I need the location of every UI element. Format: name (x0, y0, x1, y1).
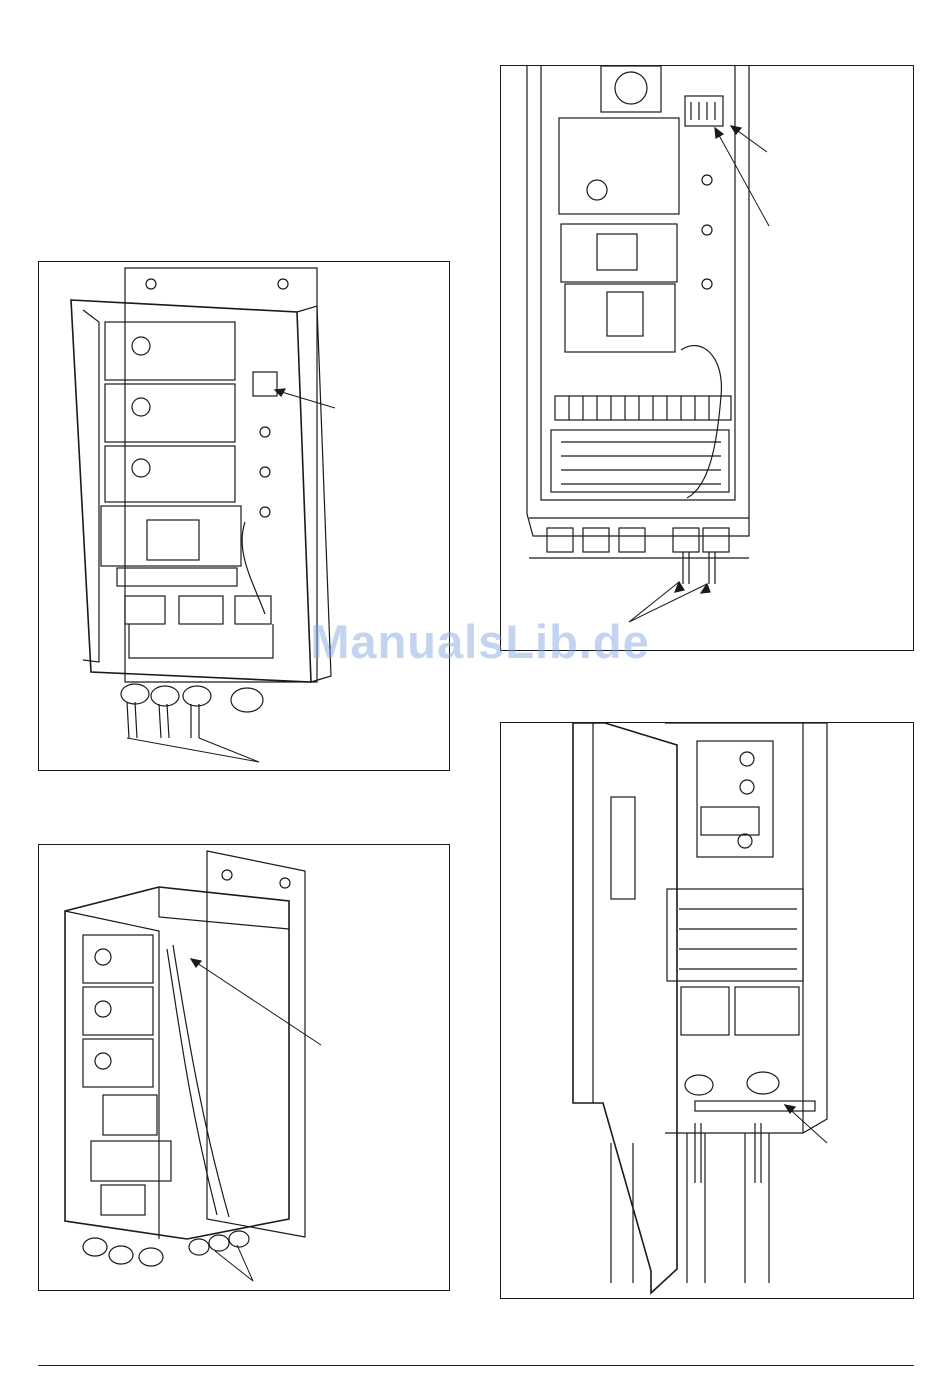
figure-drive-open-side (38, 844, 450, 1291)
figure-cable-clamp (500, 722, 914, 1299)
figure-drive-open-front (38, 261, 450, 771)
drawing-control-board (501, 66, 915, 652)
drawing-drive-open-front (39, 262, 451, 772)
drawing-drive-open-side (39, 845, 451, 1292)
drawing-cable-clamp (501, 723, 915, 1300)
watermark: ManualsLib.de (290, 612, 670, 672)
footer-rule (38, 1365, 914, 1366)
figure-control-board (500, 65, 914, 651)
